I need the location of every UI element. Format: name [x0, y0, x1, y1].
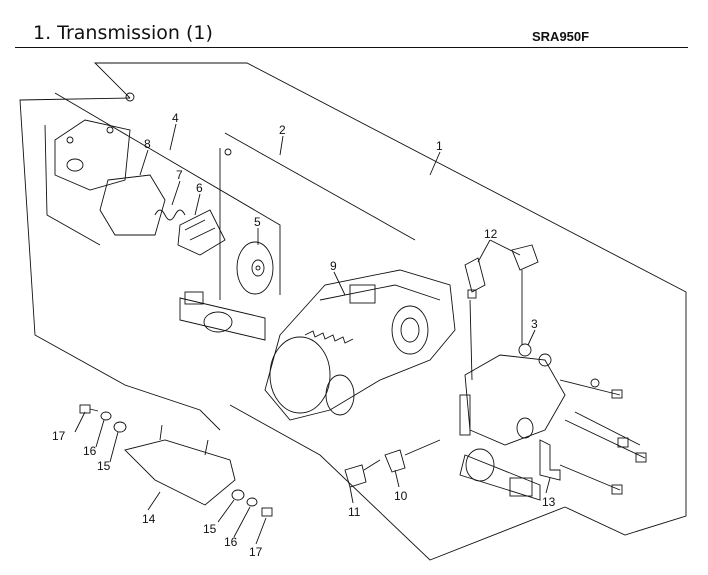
outline-assembly-2	[19, 97, 221, 431]
callout-16-left: 16	[83, 444, 97, 458]
callout-15-left: 15	[97, 459, 111, 473]
callout-4: 4	[172, 111, 179, 125]
callout-5: 5	[254, 215, 261, 229]
fitting-a	[464, 257, 486, 293]
gear-cover	[269, 336, 331, 414]
switch-11	[344, 464, 367, 488]
callout-1: 1	[436, 139, 443, 153]
cover-guard	[124, 439, 236, 506]
callout-3: 3	[531, 317, 538, 331]
gasket	[99, 174, 166, 236]
page-title: 1. Transmission (1)	[33, 22, 213, 44]
callout-8: 8	[144, 137, 151, 151]
cover-plate	[54, 119, 131, 191]
callout-16-right: 16	[224, 535, 238, 549]
main-housing	[264, 269, 456, 421]
callout-15-right: 15	[203, 522, 217, 536]
callout-2: 2	[279, 123, 286, 137]
hydro-unit	[464, 354, 566, 446]
fitting-b	[511, 244, 539, 271]
spring	[154, 209, 186, 221]
pulley	[236, 241, 274, 295]
callout-7: 7	[176, 168, 183, 182]
callout-14: 14	[142, 512, 156, 526]
callout-11: 11	[348, 505, 361, 519]
outline-bottom	[229, 404, 566, 561]
outline-assembly-1	[93, 62, 687, 536]
outline-assembly-4	[44, 124, 101, 246]
left-axle	[179, 297, 266, 341]
right-axle	[459, 454, 541, 501]
outline-assembly-5	[224, 132, 416, 241]
outline-assembly-3	[54, 92, 281, 295]
callout-10: 10	[394, 489, 408, 503]
control-spring	[304, 330, 354, 344]
callout-13: 13	[542, 495, 556, 509]
switch-10	[384, 449, 406, 473]
header-rule	[15, 47, 688, 48]
bracket	[539, 439, 561, 481]
callout-6: 6	[196, 181, 203, 195]
callout-12: 12	[484, 227, 498, 241]
model-code: SRA950F	[532, 29, 590, 44]
callout-17-right: 17	[249, 545, 263, 559]
callout-17-left: 17	[52, 429, 66, 443]
callout-9: 9	[330, 259, 337, 273]
brake-pads	[177, 209, 226, 256]
